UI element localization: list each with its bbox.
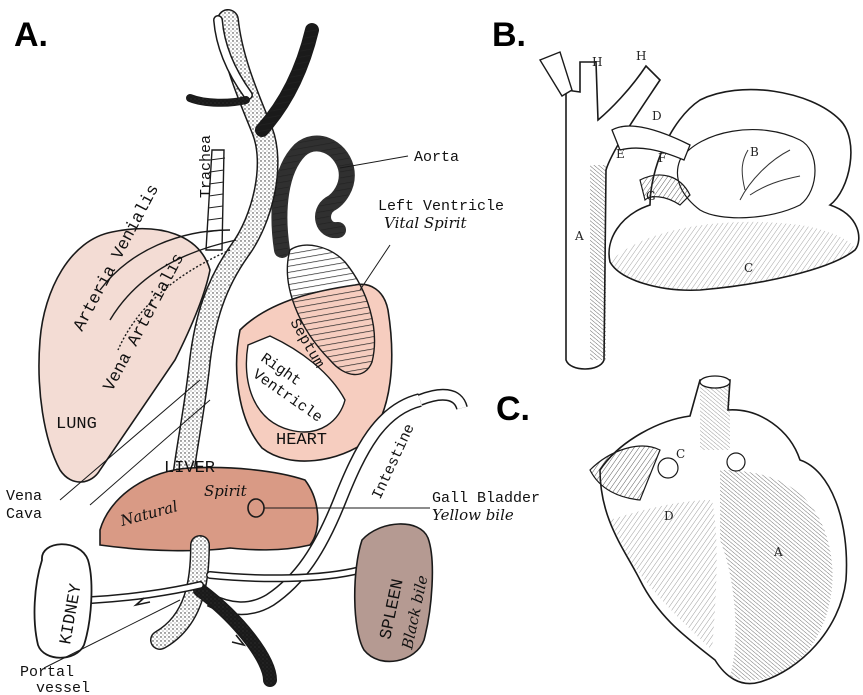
engraving-c-letter: D: [664, 509, 674, 523]
label-lung: LUNG: [56, 415, 97, 434]
label-yellow-bile: Yellow bile: [432, 506, 514, 524]
engraving-c-letter: C: [676, 447, 685, 461]
label-liver: LIVER: [164, 459, 215, 478]
label-vessel: vessel: [36, 680, 90, 695]
engraving-b-letter: E: [616, 147, 625, 161]
label-portal: Portal: [20, 664, 74, 681]
panel-c-letter: C.: [496, 390, 530, 428]
panel-b-letter: B.: [492, 16, 526, 54]
label-cava: Cava: [6, 506, 42, 523]
label-left-ventricle: Left Ventricle: [378, 198, 504, 215]
engraving-b-letter: B: [750, 145, 759, 159]
label-spirit: Spirit: [204, 482, 248, 500]
panel-a: A.: [6, 16, 540, 695]
label-trachea: Trachea: [198, 135, 215, 198]
engraving-c-aorta: [700, 380, 730, 450]
engraving-b-letter: G: [646, 189, 656, 203]
panel-a-letter: A.: [14, 16, 48, 54]
label-vital-spirit: Vital Spirit: [384, 214, 468, 232]
label-aorta: Aorta: [414, 149, 459, 166]
engraving-c-vessel-top: [700, 376, 730, 388]
panel-c: C. C D A: [496, 376, 847, 684]
label-heart: HEART: [276, 431, 327, 450]
panel-b: B. H H D E F G B A C: [492, 16, 859, 369]
engraving-b-letter: H: [592, 55, 602, 69]
label-vena: Vena: [6, 488, 42, 505]
label-gall-bladder: Gall Bladder: [432, 490, 540, 507]
engraving-b-branch: [540, 52, 572, 96]
aorta-stripes: [279, 144, 346, 250]
engraving-b-shade: [590, 165, 606, 360]
engraving-c-opening: [658, 458, 678, 478]
engraving-b-letter: F: [658, 151, 666, 165]
engraving-b-letter: C: [744, 261, 753, 275]
engraving-c-letter: A: [773, 545, 783, 559]
engraving-b-letter: A: [574, 229, 584, 243]
engraving-b-letter: H: [636, 49, 646, 63]
engraving-c-opening: [727, 453, 745, 471]
engraving-b-letter: D: [652, 109, 662, 123]
